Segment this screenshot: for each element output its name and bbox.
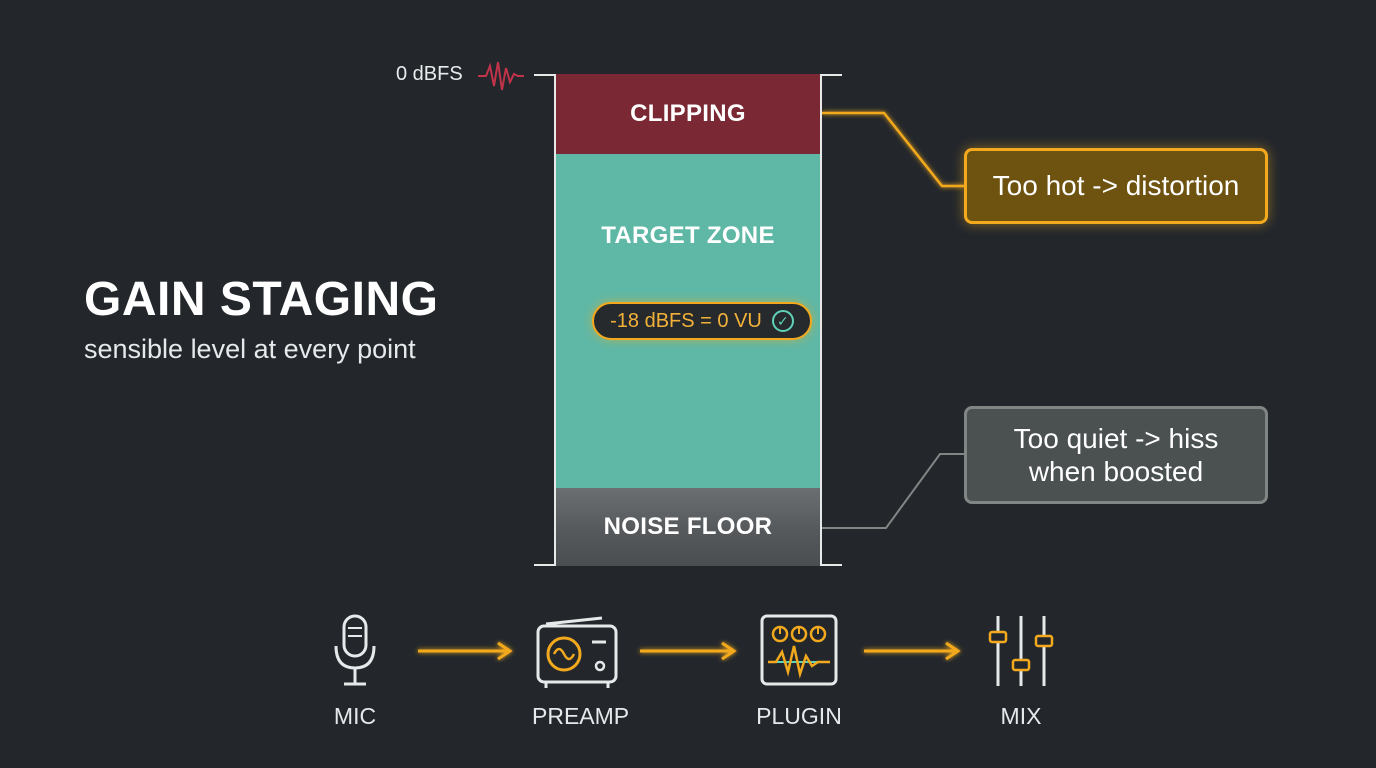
- too-quiet-text-line2: when boosted: [1028, 456, 1204, 487]
- chain-label-mic: MIC: [333, 703, 377, 729]
- plugin-icon: [760, 614, 838, 686]
- page-title: GAIN STAGING: [84, 273, 439, 326]
- chain-stage-mix: MIX: [976, 612, 1066, 730]
- chain-stage-plugin: PLUGIN: [754, 612, 844, 730]
- too-quiet-callout: Too quiet -> hiss when boosted: [964, 406, 1268, 504]
- meter-top-right-tick: [822, 74, 842, 76]
- too-quiet-text-line1: Too quiet -> hiss: [1013, 423, 1219, 454]
- chain-arrows: [418, 641, 961, 661]
- hot-connector: [822, 111, 964, 188]
- zero-dbfs-label: 0 dBFS: [396, 63, 463, 85]
- too-hot-callout: Too hot -> distortion: [964, 148, 1268, 224]
- chain-label-preamp: PREAMP: [532, 703, 630, 729]
- too-hot-text: Too hot -> distortion: [992, 170, 1240, 201]
- clipping-zone: CLIPPING: [556, 74, 820, 154]
- noise-floor-zone: NOISE FLOOR: [556, 488, 820, 566]
- target-zone-label: TARGET ZONE: [601, 222, 775, 249]
- chain-stage-mic: MIC: [310, 612, 400, 730]
- quiet-connector: [822, 453, 964, 529]
- chain-stage-preamp: PREAMP: [532, 612, 630, 730]
- check-icon: ✓: [771, 310, 794, 332]
- chain-label-mix: MIX: [1000, 703, 1042, 729]
- reference-level-pill: -18 dBFS = 0 VU ✓: [592, 302, 812, 340]
- chain-label-plugin: PLUGIN: [756, 703, 842, 729]
- noise-floor-label: NOISE FLOOR: [603, 513, 773, 540]
- mixer-faders-icon: [988, 616, 1054, 686]
- waveform-icon: [478, 61, 524, 91]
- clipping-zone-label: CLIPPING: [630, 100, 746, 127]
- reference-level-label: -18 dBFS = 0 VU: [610, 309, 762, 332]
- microphone-icon: [334, 614, 376, 686]
- preamp-icon: [536, 616, 618, 688]
- zero-dbfs-tick: [534, 74, 554, 76]
- page-subtitle: sensible level at every point: [84, 334, 416, 364]
